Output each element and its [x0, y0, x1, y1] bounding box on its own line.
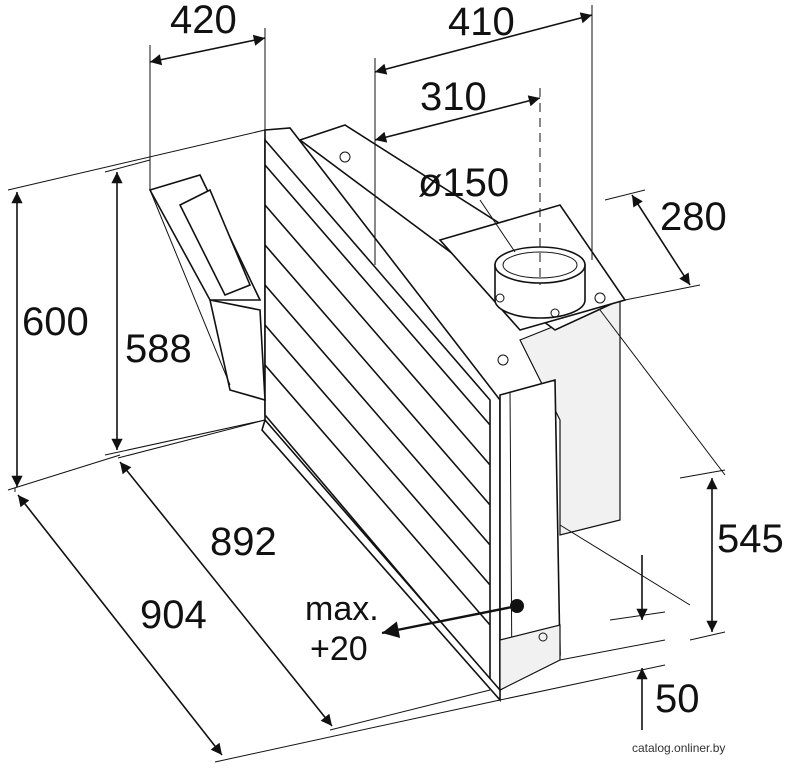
dim-label-310: 310	[420, 75, 487, 119]
dim-410: 410	[374, 0, 593, 265]
left-flap	[148, 174, 266, 402]
dim-label-50: 50	[655, 677, 700, 721]
filter-grille	[264, 164, 491, 626]
dim-label-420: 420	[170, 0, 237, 42]
dim-904: 904	[14, 488, 501, 763]
dim-310: 310	[374, 75, 541, 143]
dim-label-150: ø150	[418, 161, 509, 205]
dim-545: 545	[559, 309, 784, 641]
dim-label-545: 545	[717, 517, 784, 561]
dim-label-588: 588	[125, 327, 192, 371]
dim-280: 280	[604, 189, 727, 301]
max-label-line2: +20	[310, 630, 368, 668]
max-annotation: max. +20	[305, 590, 524, 668]
dim-label-892: 892	[210, 520, 277, 564]
dim-label-280: 280	[660, 195, 727, 239]
dim-label-600: 600	[22, 300, 89, 344]
duct-collar	[494, 246, 586, 319]
dim-150: ø150	[418, 161, 516, 253]
dim-420: 420	[149, 0, 266, 190]
hood-body	[148, 124, 627, 703]
dim-label-410: 410	[448, 0, 515, 44]
dim-label-904: 904	[140, 593, 207, 637]
dim-588: 588	[104, 159, 266, 456]
dim-50: 50	[499, 555, 700, 730]
max-label-line1: max.	[305, 590, 379, 628]
dim-600: 600	[7, 129, 266, 491]
watermark-text: catalog.onliner.by	[632, 741, 725, 755]
